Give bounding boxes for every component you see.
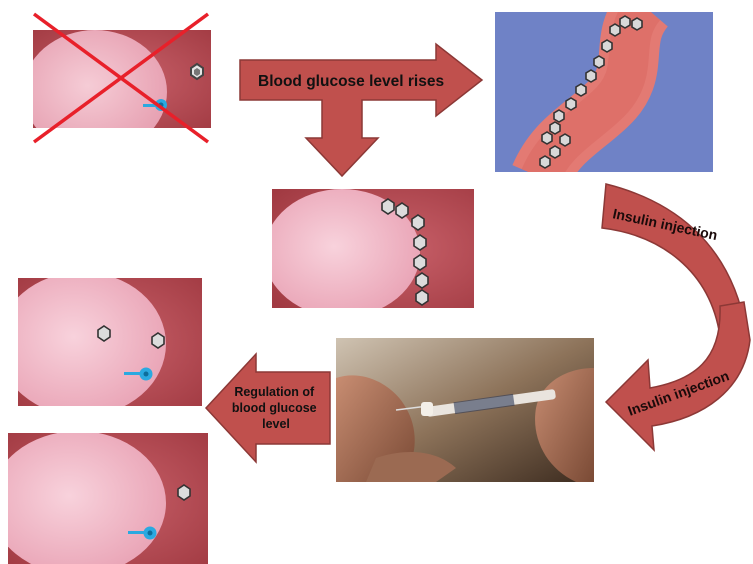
arrow-insulin-injection-bottom: Insulin injection bbox=[604, 300, 753, 455]
cross-out-icon bbox=[30, 10, 212, 146]
panel-blood-vessel bbox=[495, 12, 713, 172]
arrow-glucose-rises: Blood glucose level rises bbox=[236, 42, 486, 178]
arrow-regulation-line-2: blood glucose bbox=[232, 401, 317, 415]
panel-cell-glucose-blocked bbox=[272, 189, 474, 308]
arrow-regulation-line-3: level bbox=[262, 417, 290, 431]
arrow-glucose-rises-label: Blood glucose level rises bbox=[258, 73, 444, 90]
arrow-regulation-line-1: Regulation of bbox=[234, 385, 315, 399]
photo-insulin-injection bbox=[336, 338, 594, 482]
glucose-hexagon-icon bbox=[178, 485, 190, 500]
panel-cell-regulated-2 bbox=[8, 433, 208, 564]
panel-cell-regulated-1 bbox=[18, 278, 202, 406]
arrow-regulation: Regulation of blood glucose level bbox=[204, 352, 332, 464]
